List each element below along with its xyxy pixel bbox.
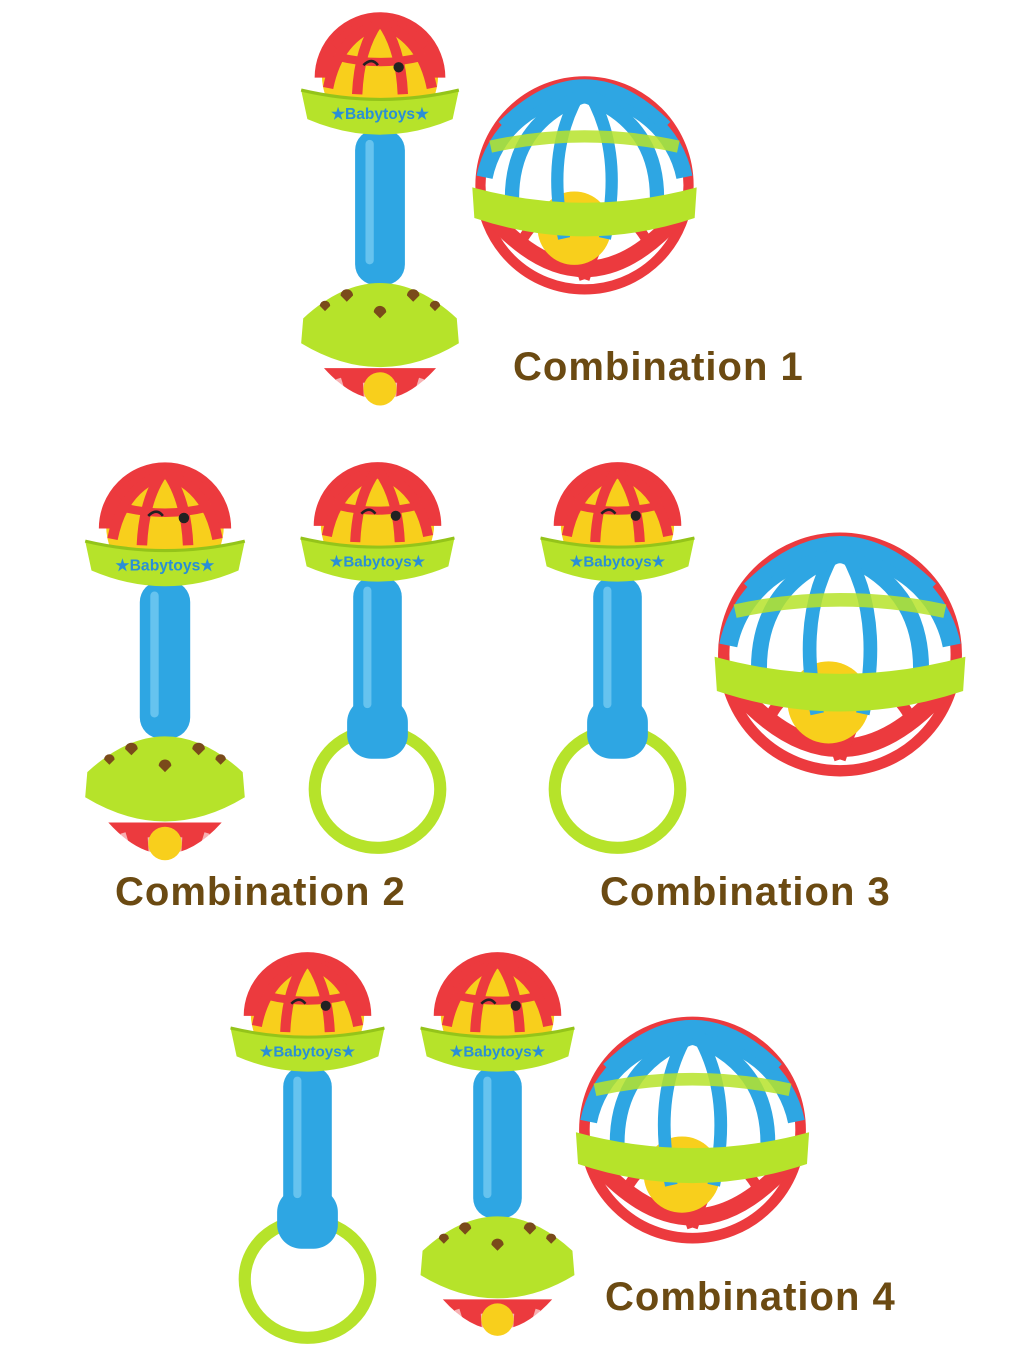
combination-3-label: Combination 3 [600, 870, 891, 914]
ball-rattle-combo4 [575, 1005, 810, 1270]
ball-rattle-combo1 [472, 65, 697, 320]
brand-logo-text: ★Babytoys★ [330, 553, 426, 570]
dumbbell-rattle-combo1: ★Babytoys★ [290, 5, 470, 420]
combination-4-label: Combination 4 [605, 1275, 896, 1319]
brand-logo-text: ★Babytoys★ [115, 558, 215, 575]
dumbbell-rattle-illustration: ★Babytoys★ [75, 455, 255, 875]
combination-2-label: Combination 2 [115, 870, 406, 914]
ball-rattle-combo3 [700, 520, 980, 805]
ring-rattle-illustration: ★Babytoys★ [220, 945, 395, 1344]
ring-rattle-illustration: ★Babytoys★ [530, 455, 705, 854]
ball-rattle-illustration [575, 1005, 810, 1270]
combination-1-label: Combination 1 [513, 345, 804, 389]
ball-rattle-illustration [472, 65, 697, 320]
dumbbell-rattle-illustration: ★Babytoys★ [410, 945, 585, 1350]
dumbbell-rattle-combo2: ★Babytoys★ [75, 455, 255, 875]
ball-rattle-illustration [700, 520, 980, 805]
brand-logo-text: ★Babytoys★ [260, 1043, 356, 1060]
brand-logo-text: ★Babytoys★ [331, 106, 430, 123]
dumbbell-rattle-illustration: ★Babytoys★ [290, 5, 470, 420]
brand-logo-text: ★Babytoys★ [450, 1043, 546, 1060]
ring-rattle-combo3: ★Babytoys★ [530, 455, 705, 860]
brand-logo-text: ★Babytoys★ [570, 553, 666, 570]
ring-rattle-illustration: ★Babytoys★ [290, 455, 465, 854]
dumbbell-rattle-combo4: ★Babytoys★ [410, 945, 585, 1350]
ring-rattle-combo2: ★Babytoys★ [290, 455, 465, 860]
ring-rattle-combo4: ★Babytoys★ [220, 945, 395, 1350]
